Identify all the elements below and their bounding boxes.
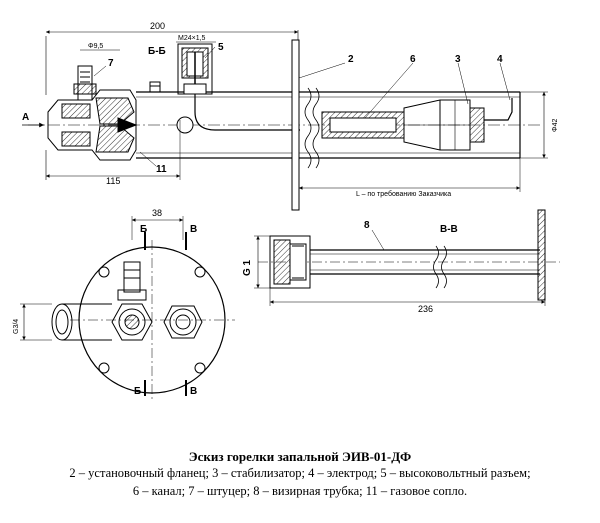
dim-236-label: 236 [418, 304, 433, 314]
electrode-loop [194, 94, 300, 131]
part-3-label: 3 [455, 54, 461, 65]
sight-tube-fitting [269, 235, 311, 289]
dim-42-label: Φ42 [552, 119, 559, 132]
main-view [22, 30, 548, 211]
bolt-hole [98, 266, 110, 278]
part-4-label: 4 [497, 54, 503, 65]
break-right [312, 87, 320, 169]
part-5-label: 5 [218, 42, 224, 53]
end-view [20, 216, 235, 400]
section-vv-label: В-В [440, 224, 458, 235]
part-7-label: 7 [108, 58, 114, 69]
dim-115-label: 115 [106, 176, 120, 186]
caption-title: Эскиз горелки запальной ЭИВ-01-ДФ [188, 449, 412, 464]
dim-38-label: 38 [152, 208, 162, 218]
side-inlet-pipe [62, 303, 112, 341]
view-a-label: A [22, 112, 29, 123]
cut-b-top-label: Б [140, 224, 147, 235]
part-6-label: 6 [410, 54, 416, 65]
head-hatch-mid [95, 97, 135, 125]
caption-legend-line-1: 2 – установочный фланец; 3 – стабилизато… [69, 466, 531, 480]
electrode-4 [484, 98, 513, 121]
section-vv [254, 209, 560, 306]
fitting-7 [77, 65, 93, 101]
part-8-label: 8 [364, 220, 370, 231]
cut-b-bottom-label: Б [134, 386, 141, 397]
head-hatch-top [61, 103, 91, 119]
cap-bb [149, 81, 161, 93]
end-fitting [123, 261, 141, 293]
dim-nozzle-label: Φ9,5 [88, 43, 103, 50]
break-left [304, 87, 312, 169]
flange-2 [291, 39, 300, 211]
dim-L-label: L – по требованию Заказчика [356, 190, 451, 198]
gas-nozzle-tip [117, 117, 138, 133]
dim-thread-label: M24×1,5 [178, 35, 206, 42]
sight-flange [537, 209, 546, 301]
burner-drawing: 200 Φ9,5 M24×1,5 Б-Б 5 7 2 6 3 4 A 11 11… [13, 21, 560, 400]
dim-g34-label: G3/4 [13, 319, 20, 334]
section-bb-label: Б-Б [148, 46, 166, 57]
dim-g1-label: G 1 [242, 259, 253, 276]
cut-v-bottom-label: В [190, 386, 197, 397]
part-11-label: 11 [156, 164, 167, 175]
head-hatch-bottom [61, 131, 91, 147]
dim-200-label: 200 [150, 21, 165, 31]
cut-v-top-label: В [190, 224, 197, 235]
caption-legend-line-2: 6 – канал; 7 – штуцер; 8 – визирная труб… [132, 484, 468, 498]
part-2-label: 2 [348, 54, 354, 65]
hex-nut-left [111, 303, 153, 341]
hex-nut-right [163, 305, 203, 339]
